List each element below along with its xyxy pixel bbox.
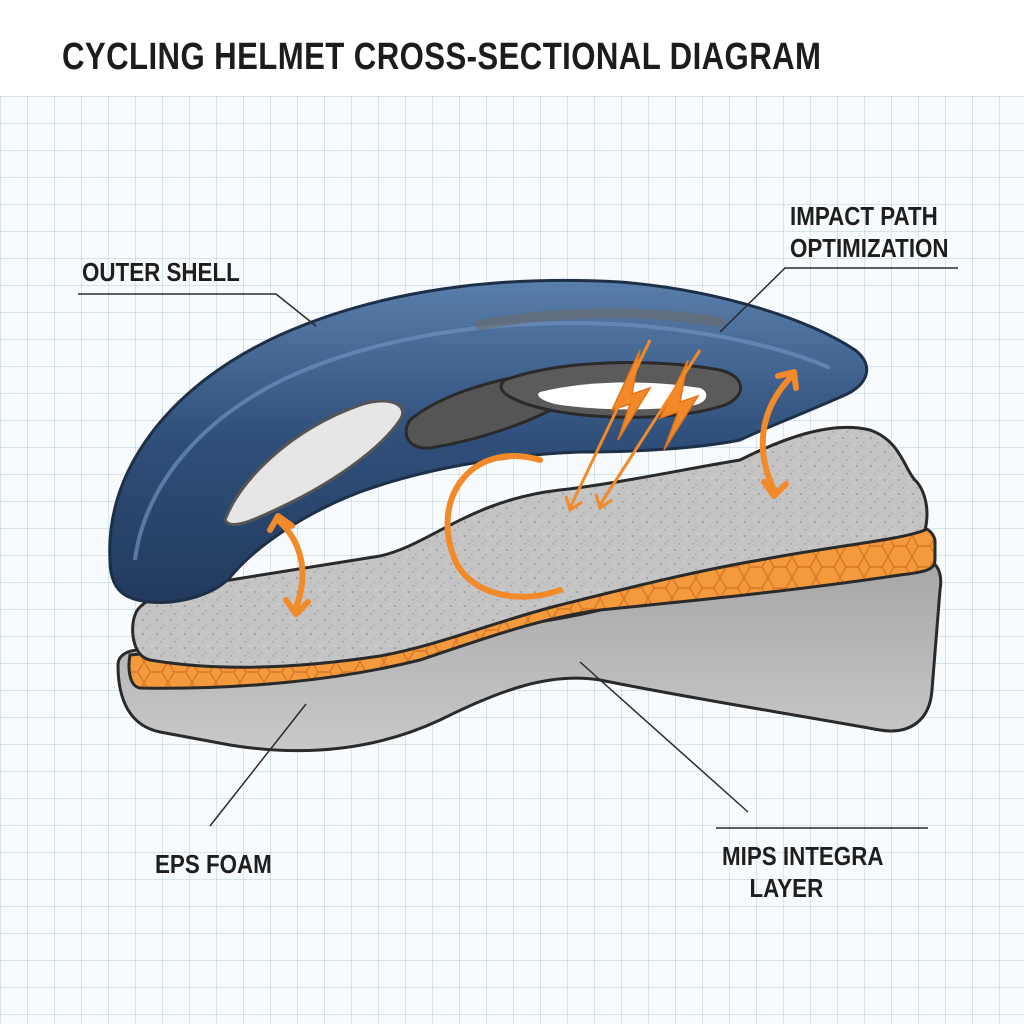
shell-top-channel: [475, 308, 725, 330]
shell-vent-rear: [223, 399, 404, 526]
label-mips-line2: LAYER: [749, 873, 824, 903]
impact-lightning-icon: [610, 349, 700, 451]
leader-outer-shell: [78, 293, 317, 327]
rotation-arrow-rear: [267, 513, 311, 617]
leader-mips: [579, 661, 749, 813]
diagram-title: CYCLING HELMET CROSS-SECTIONAL DIAGRAM: [62, 36, 822, 78]
label-impact-path-line1: IMPACT PATH: [790, 201, 938, 231]
eps-foam-layer: [131, 425, 929, 669]
rotation-arrow-front: [759, 369, 799, 499]
label-mips-line1: MIPS INTEGRA: [722, 841, 884, 871]
label-outer-shell: OUTER SHELL: [82, 256, 240, 288]
label-impact-path: IMPACT PATH OPTIMIZATION: [790, 200, 949, 264]
impact-path-arrows: [564, 339, 702, 513]
label-eps-foam: EPS FOAM: [155, 848, 272, 880]
shell-inner-rim: [133, 321, 831, 561]
label-outer-shell-text: OUTER SHELL: [82, 257, 240, 287]
outer-shell: [108, 278, 869, 604]
leader-eps-foam: [209, 703, 307, 827]
label-eps-foam-text: EPS FOAM: [155, 849, 272, 879]
label-mips: MIPS INTEGRA LAYER: [722, 840, 884, 904]
label-impact-path-line2: OPTIMIZATION: [790, 233, 949, 263]
rotation-arrow-center: [444, 453, 563, 600]
leader-impact-path: [719, 267, 958, 333]
